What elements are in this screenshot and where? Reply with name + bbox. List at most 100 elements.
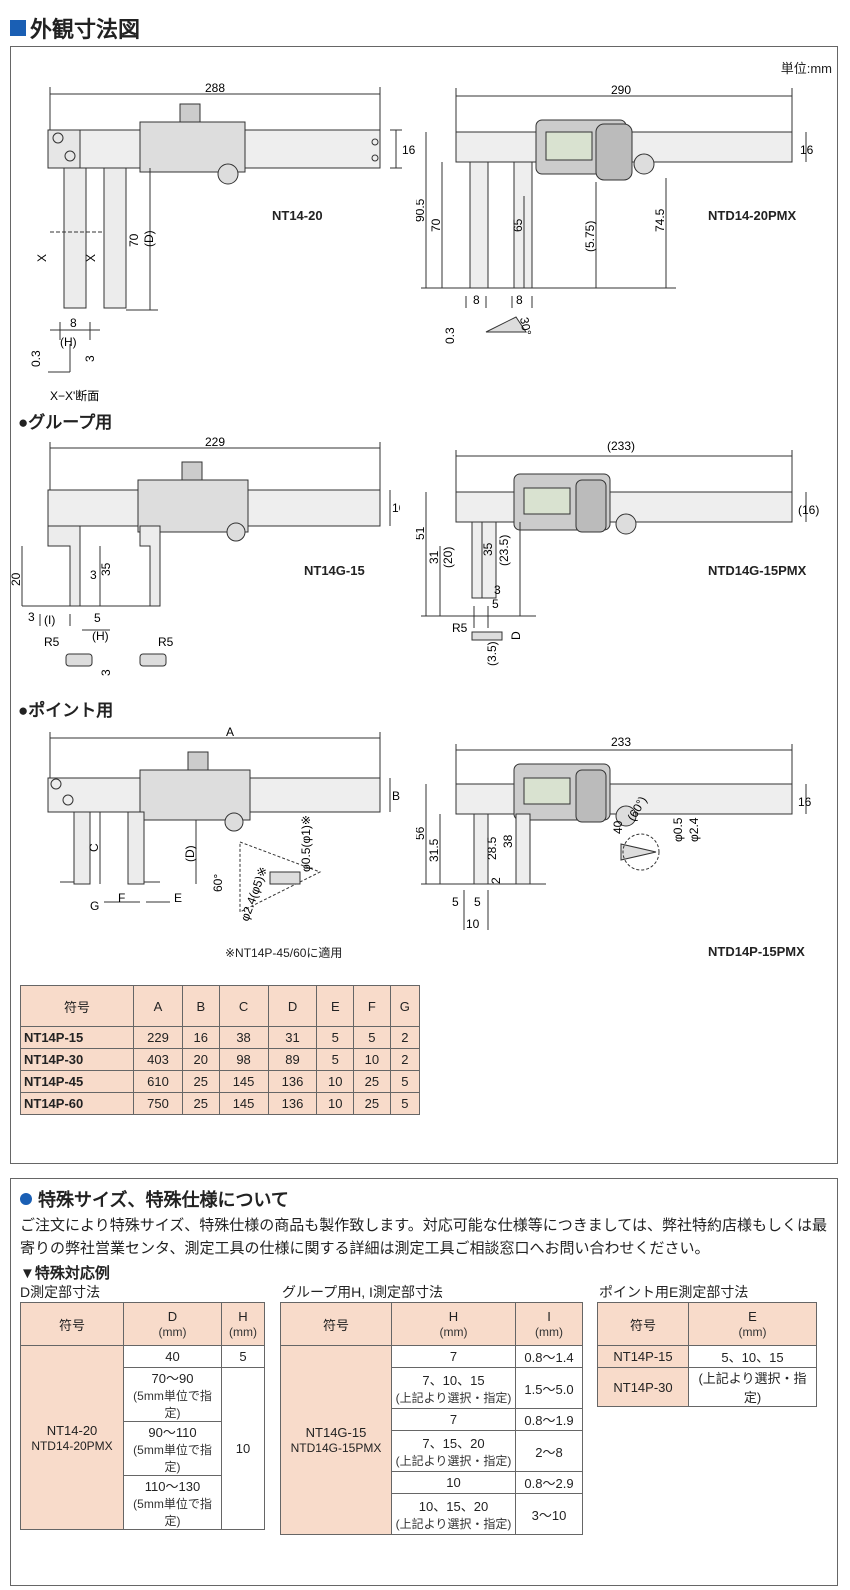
page-title: 外観寸法図 xyxy=(10,12,140,44)
dim-e-length: 233 xyxy=(611,735,631,749)
dim-a-height: 16 xyxy=(402,143,416,157)
dim-a-70: 70 xyxy=(127,233,141,247)
dim-b-70: 70 xyxy=(429,218,443,232)
dimension-drawing-panel xyxy=(10,46,838,1164)
dim-a-03: 0.3 xyxy=(30,350,43,367)
dim-a-d: (D) xyxy=(142,230,156,247)
col-header: D xyxy=(267,985,318,1027)
col-header: B xyxy=(181,985,220,1027)
dim-e-10: 10 xyxy=(466,917,480,931)
dim-d-51: 51 xyxy=(416,526,427,540)
dim-d-d: D xyxy=(509,631,523,640)
col-header: E xyxy=(316,985,355,1027)
dim-d-235: (23.5) xyxy=(497,535,511,566)
dim-c-r5a: R5 xyxy=(44,635,60,649)
dim-e-5b: 5 xyxy=(474,895,481,909)
dim-e-05: φ0.5 xyxy=(671,817,685,842)
dim-p-24: φ2.4(φ5)※ xyxy=(238,865,271,923)
dim-c-r5b: R5 xyxy=(158,635,174,649)
model-label-ntd14-20pmx: NTD14-20PMX xyxy=(708,208,797,223)
dim-e-40: 40 xyxy=(611,820,625,834)
drawing-nt14-20: 288 16 70 (D) X X 8 (H) 0.3 3 X−X'断面 xyxy=(30,82,416,403)
dim-a-length: 288 xyxy=(205,82,225,95)
dim-b-03: 0.3 xyxy=(443,327,457,344)
dim-p-60: 60° xyxy=(211,874,225,892)
dim-b-length: 290 xyxy=(611,83,631,97)
dim-d-3: 3 xyxy=(494,583,501,597)
dim-p-e: E xyxy=(174,891,182,905)
dim-b-575: (5.75) xyxy=(583,221,597,252)
special-examples-heading: ▼特殊対応例 xyxy=(20,1265,110,1282)
model-label-nt14-20: NT14-20 xyxy=(272,208,323,223)
dim-d-height: (16) xyxy=(798,503,819,517)
col-header: A xyxy=(133,985,183,1027)
dim-b-height: 16 xyxy=(800,143,814,157)
table-e-label: ポイント用E測定部寸法 xyxy=(599,1284,749,1300)
dim-c-i: (I) xyxy=(44,613,55,627)
dim-a-8: 8 xyxy=(70,316,77,330)
dim-c-3c: 3 xyxy=(99,669,113,676)
table-d-label: D測定部寸法 xyxy=(20,1284,101,1300)
dim-c-h: (H) xyxy=(92,629,109,643)
model-label-ntd14p-15pmx: NTD14P-15PMX xyxy=(708,944,805,959)
dim-d-20: (20) xyxy=(441,547,455,568)
dim-e-5a: 5 xyxy=(452,895,459,909)
col-header: F xyxy=(353,985,391,1027)
square-bullet-icon xyxy=(10,20,26,36)
dim-p-d: (D) xyxy=(183,845,197,862)
circle-bullet-icon xyxy=(20,1193,32,1205)
dim-p-c: C xyxy=(87,843,101,852)
dim-p-05: φ0.5(φ1)※ xyxy=(299,815,313,872)
dim-p-g: G xyxy=(90,899,99,913)
dim-d-35p: (3.5) xyxy=(485,641,499,666)
dim-a-3: 3 xyxy=(83,355,97,362)
dim-e-height: 16 xyxy=(798,795,812,809)
dim-d-length: (233) xyxy=(607,439,635,453)
dim-d-31: 31 xyxy=(427,550,441,564)
special-description: ご注文により特殊サイズ、特殊仕様の商品も製作致します。対応可能な仕様等につきまし… xyxy=(20,1217,828,1257)
dim-b-8b: 8 xyxy=(516,293,523,307)
dim-x-right: X xyxy=(84,254,98,262)
table-hi-label: グループ用H, I測定部寸法 xyxy=(282,1284,443,1300)
dim-d-5: 5 xyxy=(492,597,499,611)
dim-b-745: 74.5 xyxy=(653,208,667,232)
dim-e-285: 28.5 xyxy=(485,836,499,860)
dim-d-35: 35 xyxy=(481,542,495,556)
x-section-label: X−X'断面 xyxy=(50,388,99,403)
dim-p-height: B xyxy=(392,789,400,803)
dim-e-56: 56 xyxy=(416,826,427,840)
drawing-ntd14-20pmx: 290 16 90.5 70 65 (5.75) 74.5 8 8 0.3 30… xyxy=(416,83,814,344)
dim-c-height: 16 xyxy=(392,501,400,515)
dim-c-35: 35 xyxy=(99,562,113,576)
special-heading: 特殊サイズ、特殊仕様について xyxy=(20,1186,289,1212)
special-order-panel xyxy=(10,1178,838,1586)
dim-e-38: 38 xyxy=(501,834,515,848)
dim-b-905: 90.5 xyxy=(416,198,427,222)
dim-c-20: 20 xyxy=(10,572,23,586)
dim-p-length: A xyxy=(226,725,234,739)
drawing-nt14g-15: 229 16 20 35 3 3 (I) 5 (H) R5 R5 3 xyxy=(10,436,400,676)
model-label-nt14g-15: NT14G-15 xyxy=(304,563,365,578)
dim-b-30: 30° xyxy=(517,316,534,336)
section-point: ●ポイント用 xyxy=(18,701,114,720)
drawing-ntd14g-15pmx: (233) (16) 51 31 (20) 35 (23.5) 3 5 R5 (… xyxy=(416,439,819,666)
dim-c-3b: 3 xyxy=(28,610,35,624)
dim-d-r5: R5 xyxy=(452,621,468,635)
dim-a-h: (H) xyxy=(60,335,77,349)
dim-e-2: 2 xyxy=(489,877,503,884)
dim-c-length: 229 xyxy=(205,436,225,449)
dim-b-65: 65 xyxy=(511,218,525,232)
dim-e-315: 31.5 xyxy=(427,838,441,862)
section-groove: ●グループ用 xyxy=(18,413,113,432)
unit-label: 単位:mm xyxy=(780,61,832,76)
drawing-ntd14p-15pmx: 233 16 56 31.5 28.5 38 40 (60°) φ0.5 φ2.… xyxy=(416,735,812,931)
